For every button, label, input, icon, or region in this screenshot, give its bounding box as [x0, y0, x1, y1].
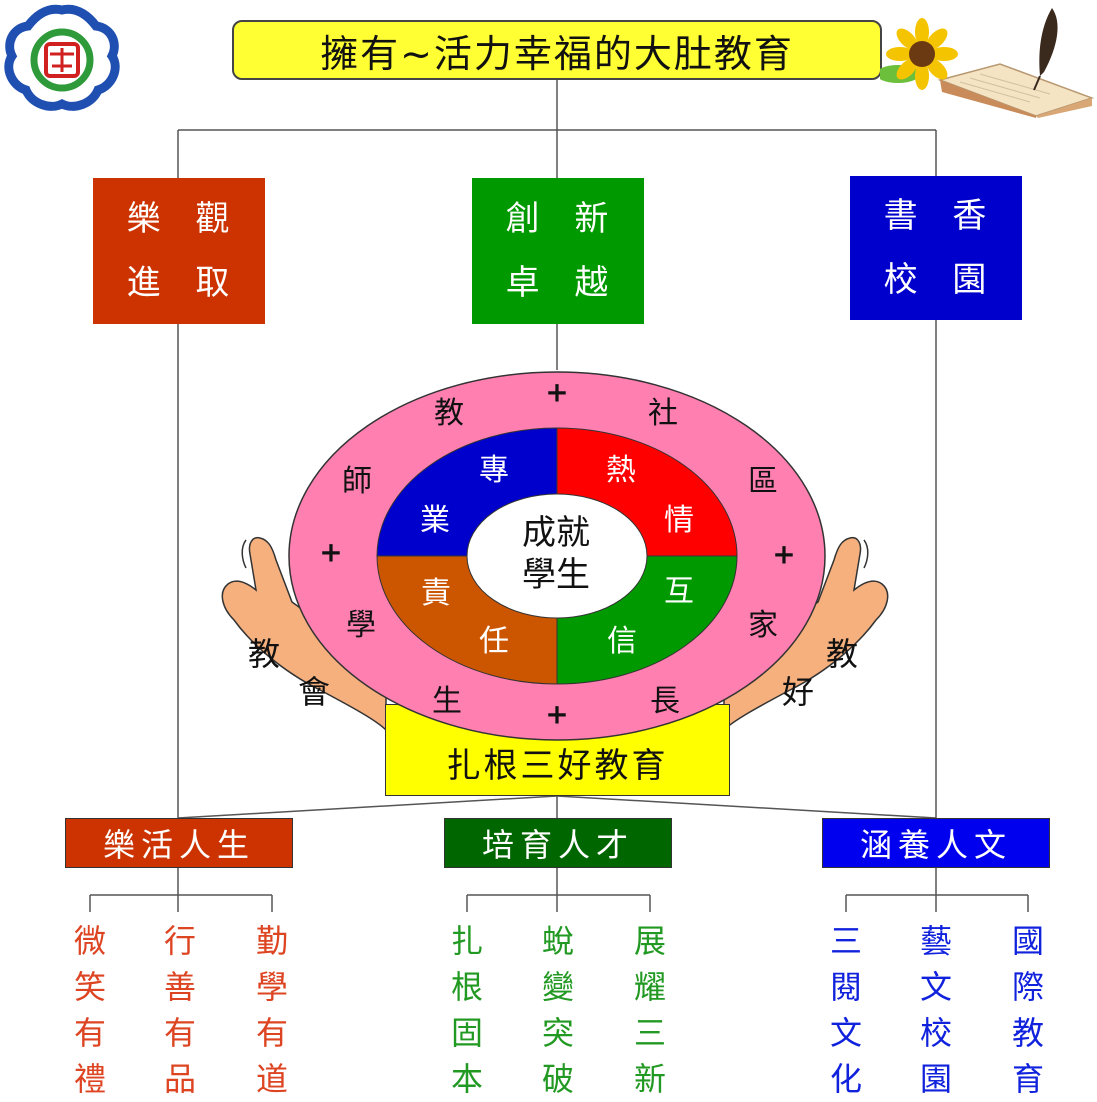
column-char: 文 — [829, 1014, 862, 1052]
core-values-circle — [288, 371, 826, 741]
center-label: 成就 學生 — [468, 512, 644, 596]
column-char: 學 — [255, 968, 288, 1006]
text-column-showcase: 展 耀 三 新 — [627, 918, 673, 1102]
text-column-courtesy: 微 笑 有 禮 — [67, 918, 113, 1102]
goal-box-innovation: 創 新 卓 越 — [472, 178, 644, 324]
column-char: 道 — [255, 1060, 288, 1098]
hand-char-left-1: 教 — [247, 635, 281, 673]
column-char: 園 — [919, 1060, 952, 1098]
column-char: 微 — [73, 922, 106, 960]
quadrant-char-passion-1: 熱 — [606, 453, 636, 488]
center-line: 成就 — [522, 513, 590, 553]
column-char: 際 — [1011, 968, 1044, 1006]
column-char: 禮 — [73, 1060, 106, 1098]
text-column-foundation: 扎 根 固 本 — [444, 918, 490, 1102]
text-column-kindness: 行 善 有 品 — [157, 918, 203, 1102]
plus-sign-left: + — [319, 535, 343, 569]
column-char: 教 — [1011, 1014, 1044, 1052]
text-column-reading-culture: 三 閱 文 化 — [823, 918, 869, 1102]
column-char: 有 — [73, 1014, 106, 1052]
text-column-diligence: 勤 學 有 道 — [249, 918, 295, 1102]
ring-char-community-1: 社 — [648, 396, 678, 431]
column-char: 扎 — [450, 922, 483, 960]
ring-char-student-2: 生 — [432, 684, 462, 719]
quadrant-char-trust-1: 互 — [664, 574, 694, 609]
column-char: 三 — [633, 1014, 666, 1052]
subgoal-box-cultivate-talent: 培育人才 — [444, 818, 672, 868]
quadrant-char-passion-2: 情 — [664, 503, 694, 538]
column-char: 耀 — [633, 968, 666, 1006]
column-char: 有 — [255, 1014, 288, 1052]
column-char: 品 — [163, 1060, 196, 1098]
quadrant-char-professional-1: 專 — [479, 453, 509, 488]
goal-line: 書 香 — [883, 196, 999, 236]
ring-char-parent-1: 家 — [748, 608, 778, 643]
goal-line: 樂 觀 — [126, 199, 242, 239]
ring-char-student-1: 學 — [346, 608, 376, 643]
column-char: 根 — [450, 968, 483, 1006]
plus-sign-bottom: + — [545, 697, 569, 731]
column-char: 展 — [633, 922, 666, 960]
ring-char-parent-2: 長 — [650, 684, 680, 719]
column-char: 蛻 — [541, 922, 574, 960]
quadrant-char-responsibility-1: 責 — [421, 576, 451, 611]
column-char: 笑 — [73, 968, 106, 1006]
column-char: 育 — [1011, 1060, 1044, 1098]
column-char: 文 — [919, 968, 952, 1006]
ring-char-teacher-1: 教 — [434, 396, 464, 431]
column-char: 突 — [541, 1014, 574, 1052]
text-column-international-education: 國 際 教 育 — [1005, 918, 1051, 1102]
column-char: 藝 — [919, 922, 952, 960]
goal-box-reading: 書 香 校 園 — [850, 176, 1022, 320]
hand-char-left-2: 會 — [297, 673, 331, 711]
goal-box-optimism: 樂 觀 進 取 — [93, 178, 265, 324]
column-char: 閱 — [829, 968, 862, 1006]
ring-char-teacher-2: 師 — [342, 464, 372, 499]
goal-line: 卓 越 — [505, 263, 621, 303]
column-char: 行 — [163, 922, 196, 960]
plus-sign-right: + — [772, 537, 796, 571]
text-column-transformation: 蛻 變 突 破 — [535, 918, 581, 1102]
goal-line: 創 新 — [505, 199, 621, 239]
column-char: 本 — [450, 1060, 483, 1098]
plus-sign-top: + — [545, 375, 569, 409]
column-char: 三 — [829, 922, 862, 960]
column-char: 善 — [163, 968, 196, 1006]
subgoal-box-happy-life: 樂活人生 — [65, 818, 293, 868]
column-char: 化 — [829, 1060, 862, 1098]
quadrant-char-responsibility-2: 任 — [479, 624, 509, 659]
column-char: 新 — [633, 1060, 666, 1098]
column-char: 校 — [919, 1014, 952, 1052]
ring-char-community-2: 區 — [748, 464, 778, 499]
column-char: 有 — [163, 1014, 196, 1052]
quadrant-char-trust-2: 信 — [607, 624, 637, 659]
column-char: 固 — [450, 1014, 483, 1052]
column-char: 破 — [541, 1060, 574, 1098]
text-column-arts-campus: 藝 文 校 園 — [913, 918, 959, 1102]
hand-char-right-2: 好 — [781, 673, 815, 711]
center-line: 學生 — [522, 555, 590, 595]
column-char: 變 — [541, 968, 574, 1006]
goal-line: 進 取 — [126, 263, 242, 303]
goal-line: 校 園 — [883, 260, 999, 300]
column-char: 國 — [1011, 922, 1044, 960]
quadrant-char-professional-2: 業 — [420, 503, 450, 538]
supporting-hands — [221, 536, 889, 732]
subgoal-box-humanities: 涵養人文 — [822, 818, 1050, 868]
sunflower-book-quill-icon — [880, 8, 1094, 118]
hand-char-right-1: 教 — [825, 635, 859, 673]
column-char: 勤 — [255, 922, 288, 960]
school-emblem-icon — [4, 4, 120, 111]
main-title: 擁有~活力幸福的大肚教育 — [232, 20, 882, 80]
